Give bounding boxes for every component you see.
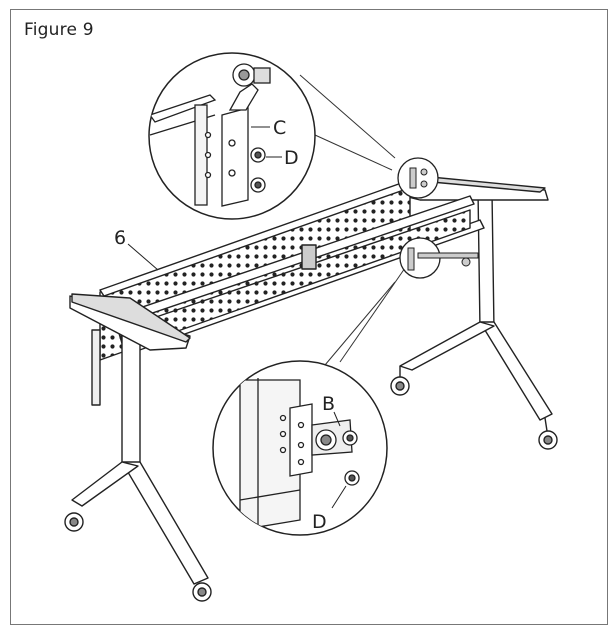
label-d-bottom: D xyxy=(312,511,327,533)
label-part-6: 6 xyxy=(114,227,126,249)
joint-callout-top xyxy=(397,157,439,199)
part-6-leader xyxy=(127,243,159,271)
label-d-top: D xyxy=(284,147,299,169)
detail-leader-lines xyxy=(299,74,406,366)
detail-circle-top: C D xyxy=(148,52,316,220)
label-b: B xyxy=(322,393,335,415)
label-c: C xyxy=(273,117,286,139)
table-frame xyxy=(64,174,558,602)
left-leg xyxy=(64,293,212,602)
right-leg xyxy=(390,174,558,450)
detail-circle-bottom: B D xyxy=(212,360,388,536)
figure-title: Figure 9 xyxy=(24,20,94,40)
